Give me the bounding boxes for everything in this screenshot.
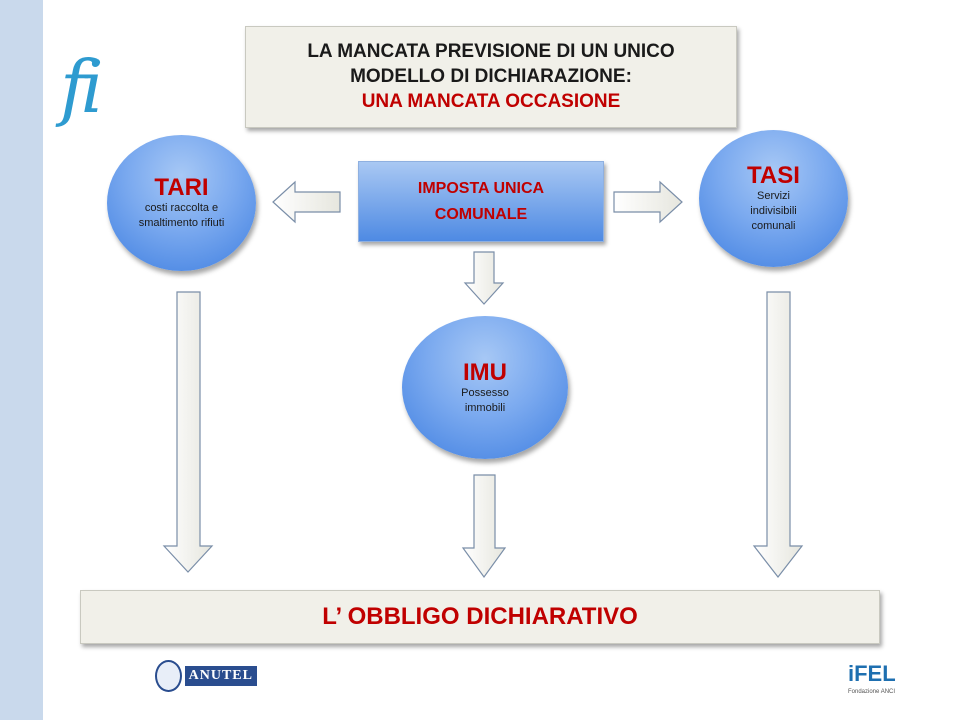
ifel-logo: iFEL Fondazione ANCI — [848, 660, 898, 700]
arrow-right-to-tasi — [613, 180, 683, 224]
tari-name: TARI — [154, 174, 209, 201]
title-line-2: MODELLO DI DICHIARAZIONE: — [350, 66, 632, 87]
anutel-wordmark: ANUTEL — [184, 666, 257, 686]
imu-name: IMU — [463, 358, 507, 386]
arrow-tari-to-obbligo — [162, 291, 214, 573]
fi-logo: fi — [60, 45, 104, 129]
arrow-down-to-imu — [463, 251, 505, 305]
tari-bubble: TARI costi raccolta e smaltimento rifiut… — [107, 135, 256, 271]
imu-bubble: IMU Possesso immobili — [402, 316, 568, 459]
left-decorative-band — [0, 0, 43, 720]
tasi-description: Servizi indivisibili comunali — [750, 190, 797, 232]
ifel-wordmark: iFEL — [848, 661, 896, 686]
obbligo-dichiarativo-box: L’ OBBLIGO DICHIARATIVO — [80, 590, 880, 644]
anutel-logo: ANUTEL — [155, 658, 257, 694]
title-line-3: UNA MANCATA OCCASIONE — [361, 91, 621, 112]
tari-description: costi raccolta e smaltimento rifiuti — [138, 202, 225, 229]
title-line-1: LA MANCATA PREVISIONE DI UN UNICO — [307, 41, 675, 62]
imposta-label: IMPOSTA UNICA COMUNALE — [417, 179, 545, 223]
arrow-left-to-tari — [272, 180, 341, 224]
title-box: LA MANCATA PREVISIONE DI UN UNICO MODELL… — [245, 26, 737, 128]
imposta-unica-box: IMPOSTA UNICA COMUNALE — [358, 161, 604, 242]
tasi-name: TASI — [747, 162, 800, 189]
anutel-seal-icon — [155, 660, 182, 692]
ifel-subtitle: Fondazione ANCI — [848, 689, 896, 695]
tasi-bubble: TASI Servizi indivisibili comunali — [699, 130, 848, 267]
arrow-tasi-to-obbligo — [752, 291, 804, 578]
arrow-imu-to-obbligo — [461, 474, 507, 579]
imu-description: Possesso immobili — [461, 386, 509, 414]
